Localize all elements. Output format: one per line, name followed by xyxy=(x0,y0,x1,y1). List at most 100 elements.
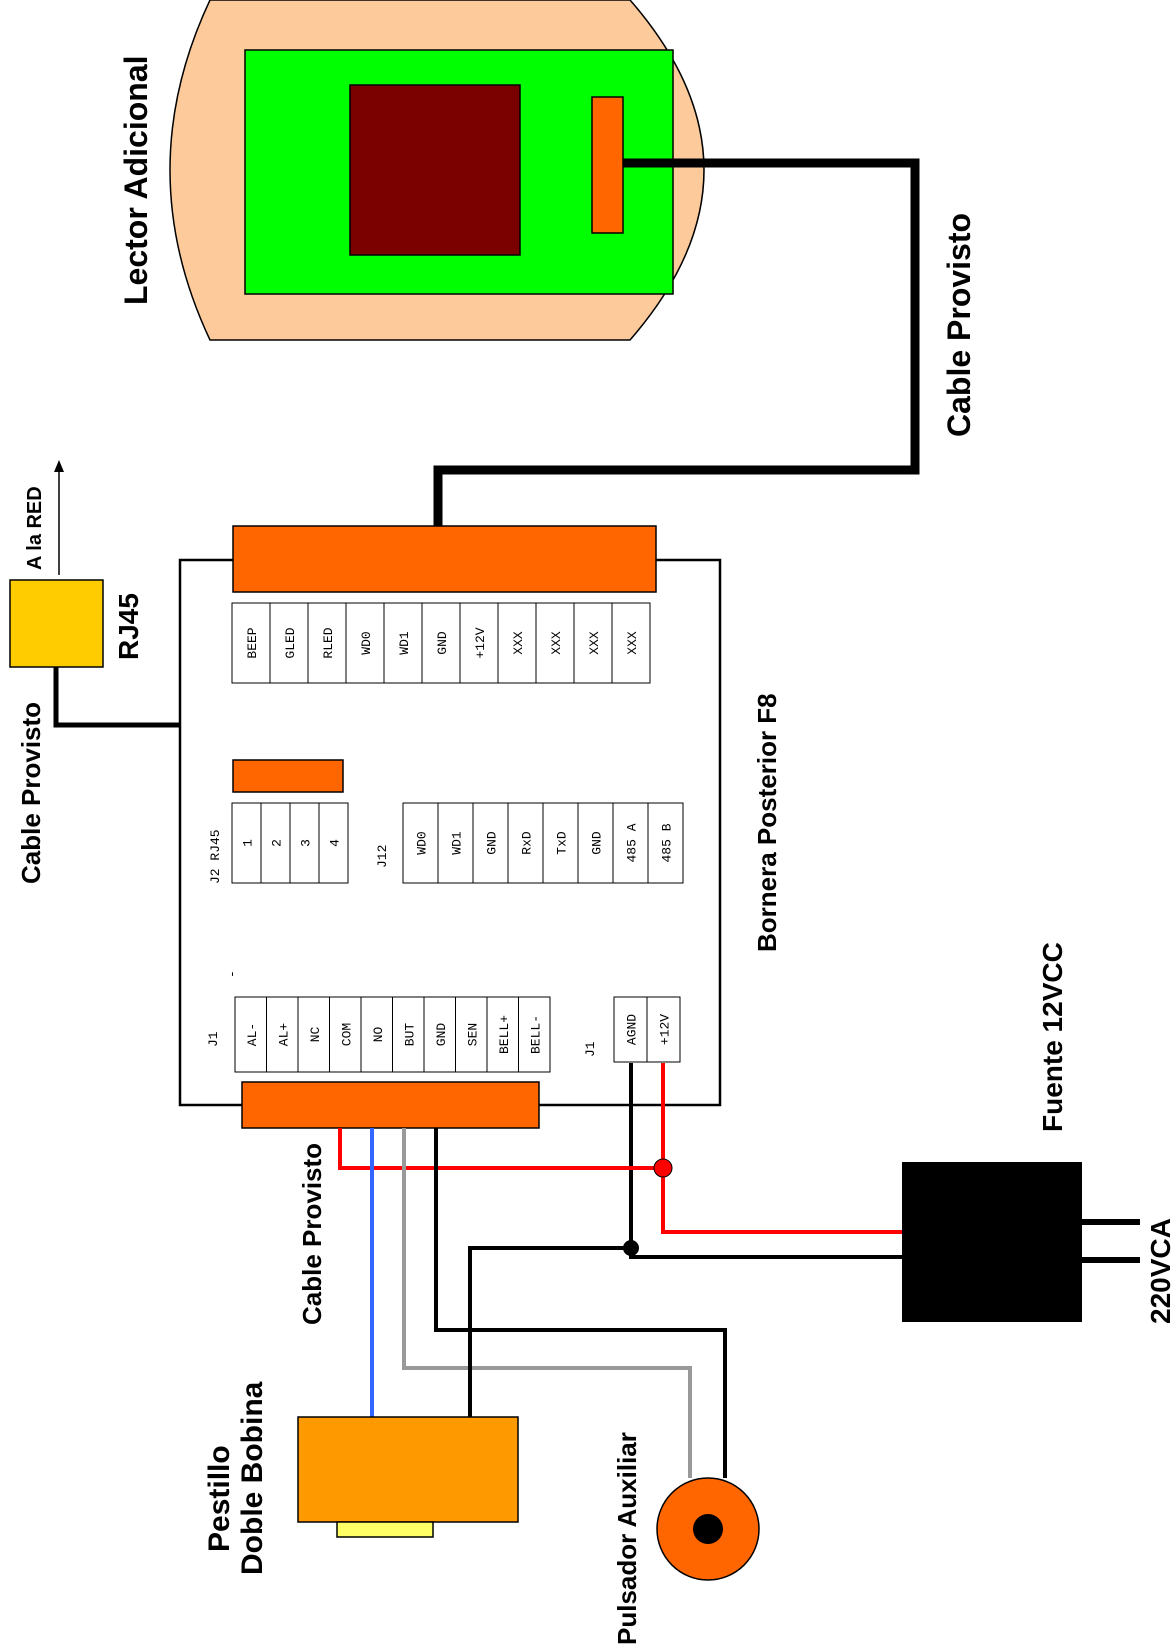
j1-pin-label: BELL+ xyxy=(497,1015,512,1054)
j2-pin-label: 4 xyxy=(328,839,343,847)
top-pin: WD1 xyxy=(383,602,423,684)
label-bornera: Bornera Posterior F8 xyxy=(752,693,782,952)
j12-pin-label: TxD xyxy=(555,831,570,855)
j1-pin-box xyxy=(329,996,362,1073)
latch-base xyxy=(336,1521,434,1538)
j1-pin-label: SEN xyxy=(465,1023,480,1046)
network-arrow xyxy=(54,460,64,575)
j12-pin-box xyxy=(437,802,474,884)
wire-12v-red xyxy=(661,1063,902,1234)
top-pin-box xyxy=(459,602,499,684)
wire-gray xyxy=(402,1128,692,1478)
j2-pin: 1 xyxy=(231,802,262,884)
j1-pin-label: GND xyxy=(434,1023,449,1047)
j1-pin-box xyxy=(486,996,519,1073)
top-pin: RLED xyxy=(307,602,347,684)
top-pin-label: RLED xyxy=(321,627,336,658)
j1-pin: COM xyxy=(329,996,362,1073)
j1-pin-label: COM xyxy=(339,1023,354,1046)
j12-pin: 485 A xyxy=(612,802,649,884)
top-pin-box xyxy=(497,602,537,684)
rj45-terminal xyxy=(232,759,344,793)
j2-pin-box xyxy=(260,802,291,884)
j1-pin: NO xyxy=(360,996,393,1073)
j1-pin-box xyxy=(297,996,330,1073)
j2-pin: 3 xyxy=(289,802,320,884)
j12-pin-box xyxy=(472,802,509,884)
j12-pin: 485 B xyxy=(647,802,684,884)
top-pin-label: XXX xyxy=(625,631,640,655)
j2-pin-box xyxy=(289,802,320,884)
j2-pin: 2 xyxy=(260,802,291,884)
top-pin: XXX xyxy=(535,602,575,684)
top-pin-box xyxy=(611,602,651,684)
wire-black-gnd xyxy=(434,1128,727,1478)
dash-mark: - xyxy=(225,970,240,978)
top-pin: XXX xyxy=(497,602,537,684)
top-pin-label: XXX xyxy=(511,631,526,655)
j12-pin: GND xyxy=(472,802,509,884)
j1-pin: BELL- xyxy=(518,996,551,1073)
j12-pin-box xyxy=(402,802,439,884)
bottom-terminal-strip xyxy=(241,1081,540,1129)
power-pin-box xyxy=(613,996,648,1063)
j12-pin-label: WD0 xyxy=(415,831,430,854)
top-pin-label: +12V xyxy=(473,627,488,658)
j1-pin-box xyxy=(234,996,267,1073)
top-pin: GLED xyxy=(269,602,309,684)
j2-pin: 4 xyxy=(318,802,349,884)
label-a-la-red: A la RED xyxy=(24,486,46,570)
j12-pin: TxD xyxy=(542,802,579,884)
j2-pin-row: 1 2 3 4 xyxy=(231,802,349,884)
j1-pin: BUT xyxy=(392,996,425,1073)
top-pin-label: GND xyxy=(435,631,450,655)
j1-pin-label: AL- xyxy=(245,1023,260,1046)
j2-pin-label: 1 xyxy=(241,839,256,847)
power-pin-box xyxy=(646,996,681,1063)
j1-pin-label: BUT xyxy=(402,1023,417,1047)
j2-pin-box xyxy=(318,802,349,884)
label-pestillo: Pestillo xyxy=(203,1445,236,1552)
power-pin: +12V xyxy=(646,996,681,1063)
top-pin: XXX xyxy=(573,602,613,684)
reader-cable xyxy=(433,158,920,528)
top-pin-box xyxy=(269,602,309,684)
j1-pin-label: NC xyxy=(308,1027,323,1043)
j1-pin: AL- xyxy=(234,996,267,1073)
j12-pin-label: WD1 xyxy=(450,831,465,855)
label-cable-provisto-bottom: Cable Provisto xyxy=(297,1143,327,1325)
j12-pin-box xyxy=(542,802,579,884)
label-220vca: 220VCA xyxy=(1145,1218,1176,1324)
label-rj45: RJ45 xyxy=(113,593,144,660)
label-fuente: Fuente 12VCC xyxy=(1037,942,1068,1132)
top-pin-box xyxy=(383,602,423,684)
top-pin-box xyxy=(535,602,575,684)
wire-red-to-latch xyxy=(338,1128,663,1170)
top-pin: GND xyxy=(421,602,461,684)
j1-pin-box xyxy=(266,996,299,1073)
top-pin: XXX xyxy=(611,602,651,684)
power-pin: AGND xyxy=(613,996,648,1063)
j1-power-label: J1 xyxy=(583,1041,598,1057)
reader-chip xyxy=(349,84,521,256)
j12-pin-box xyxy=(647,802,684,884)
j12-pin: GND xyxy=(577,802,614,884)
top-pin: BEEP xyxy=(231,602,271,684)
power-pin-label: AGND xyxy=(625,1014,640,1045)
wire-agnd-black xyxy=(629,1063,902,1259)
j2-pin-label: 3 xyxy=(299,839,314,847)
j2-pin-label: 2 xyxy=(270,839,285,847)
additional-reader xyxy=(169,0,705,341)
j12-label: J12 xyxy=(375,845,390,868)
power-pin-label: +12V xyxy=(658,1014,673,1045)
j1-pin: NC xyxy=(297,996,330,1073)
j1-pin: GND xyxy=(423,996,456,1073)
label-pulsador-auxiliar: Pulsador Auxiliar xyxy=(612,1432,642,1645)
power-pin-row: AGND +12V xyxy=(613,996,681,1063)
top-pin-box xyxy=(421,602,461,684)
